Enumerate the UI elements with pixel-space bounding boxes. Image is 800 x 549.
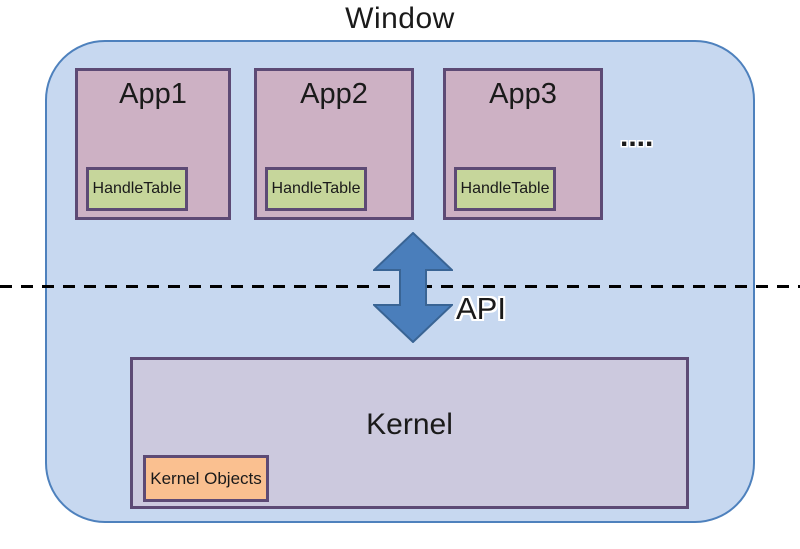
- kernel-objects-label: Kernel Objects: [150, 468, 262, 488]
- diagram-title: Window: [345, 2, 455, 35]
- app1-handle-table-label: HandleTable: [92, 180, 182, 197]
- api-label: API: [456, 291, 506, 326]
- app3-handle-table-label: HandleTable: [460, 180, 550, 197]
- app1-box: App1 HandleTable: [75, 68, 231, 220]
- kernel-label: Kernel: [366, 408, 453, 441]
- app3-label: App3: [489, 78, 557, 110]
- app1-handle-table-box: HandleTable: [86, 167, 188, 211]
- app2-handle-table-box: HandleTable: [265, 167, 367, 211]
- kernel-objects-box: Kernel Objects: [143, 455, 269, 502]
- api-updown-arrow-icon: [373, 232, 453, 343]
- more-apps-ellipsis: ....: [620, 120, 654, 153]
- app3-handle-table-box: HandleTable: [454, 167, 556, 211]
- kernel-box: Kernel Kernel Objects: [130, 357, 689, 509]
- app3-box: App3 HandleTable: [443, 68, 603, 220]
- app1-label: App1: [119, 78, 187, 110]
- app2-box: App2 HandleTable: [254, 68, 414, 220]
- app2-handle-table-label: HandleTable: [271, 180, 361, 197]
- app2-label: App2: [300, 78, 368, 110]
